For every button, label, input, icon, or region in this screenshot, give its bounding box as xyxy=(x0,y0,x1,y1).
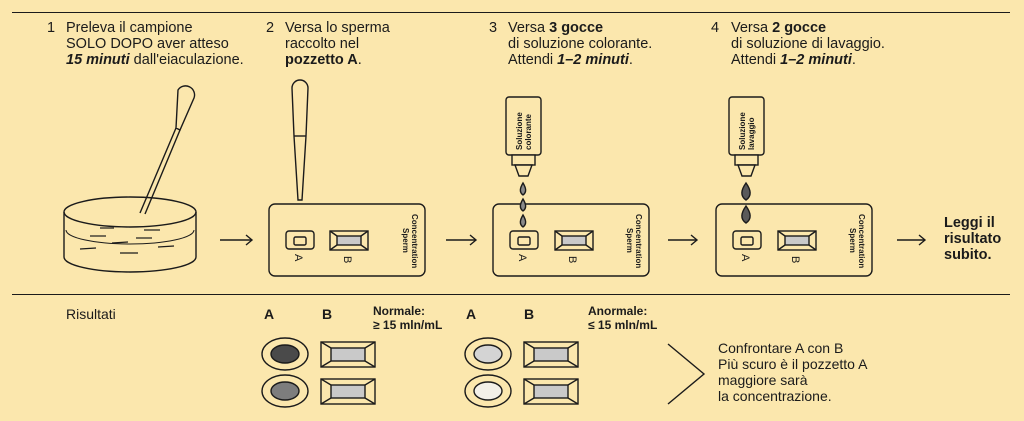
top-divider xyxy=(12,12,1010,13)
test-cassette-3 xyxy=(715,203,873,277)
bottle-1-label: Soluzionecolorante xyxy=(515,112,533,150)
arrow-right-icon xyxy=(220,234,254,246)
abnormal-result-row-1 xyxy=(464,337,579,371)
step-1-text: Preleva il campione SOLO DOPO aver attes… xyxy=(66,20,244,68)
final-instruction: Leggi il risultato subito. xyxy=(944,215,1002,263)
results-label-b-abnormal: B xyxy=(524,306,535,322)
test-cassette-2 xyxy=(492,203,650,277)
dye-drops xyxy=(519,181,527,228)
well-a-letter: A xyxy=(516,254,528,262)
cassette-1-label: SpermConcentration xyxy=(401,214,419,268)
abnormal-label: Anormale:≤ 15 mln/mL xyxy=(588,304,658,332)
cassette-3-label: SpermConcentration xyxy=(848,214,866,268)
results-title: Risultati xyxy=(66,306,116,322)
wash-bottle-icon xyxy=(728,96,765,177)
step-4-text: Versa 2 gocce di soluzione di lavaggio. … xyxy=(731,20,885,68)
middle-divider xyxy=(12,294,1010,295)
step-3-number: 3 xyxy=(489,20,498,36)
abnormal-result-row-2 xyxy=(464,374,579,408)
chevron-right-icon xyxy=(667,343,706,405)
normal-result-row-2 xyxy=(261,374,376,408)
well-b-letter: B xyxy=(789,256,801,263)
well-b-letter: B xyxy=(341,256,353,263)
dye-bottle-icon xyxy=(505,96,542,177)
well-a-letter: A xyxy=(739,254,751,262)
results-label-a-normal: A xyxy=(264,306,275,322)
comparison-note: Confrontare A con B Più scuro è il pozze… xyxy=(718,340,868,404)
step-2-text: Versa lo sperma raccolto nel pozzetto A. xyxy=(285,20,390,68)
step-1-number: 1 xyxy=(47,20,56,36)
collection-cup xyxy=(63,196,197,273)
step-4-number: 4 xyxy=(711,20,720,36)
pipette-icon xyxy=(291,79,309,223)
results-label-a-abnormal: A xyxy=(466,306,477,322)
bottle-2-label: Soluzionelavaggio xyxy=(738,112,756,150)
arrow-right-icon xyxy=(668,234,699,246)
wash-drops xyxy=(741,181,751,224)
normal-result-row-1 xyxy=(261,337,376,371)
normal-label: Normale:≥ 15 mln/mL xyxy=(373,304,443,332)
pipette-icon xyxy=(139,85,196,215)
results-label-b-normal: B xyxy=(322,306,333,322)
step-3-text: Versa 3 gocce di soluzione colorante. At… xyxy=(508,20,653,68)
cassette-2-label: SpermConcentration xyxy=(625,214,643,268)
well-b-letter: B xyxy=(566,256,578,263)
step-2-number: 2 xyxy=(266,20,275,36)
test-cassette-1 xyxy=(268,203,426,277)
arrow-right-icon xyxy=(897,234,927,246)
arrow-right-icon xyxy=(446,234,478,246)
well-a-letter: A xyxy=(292,254,304,262)
